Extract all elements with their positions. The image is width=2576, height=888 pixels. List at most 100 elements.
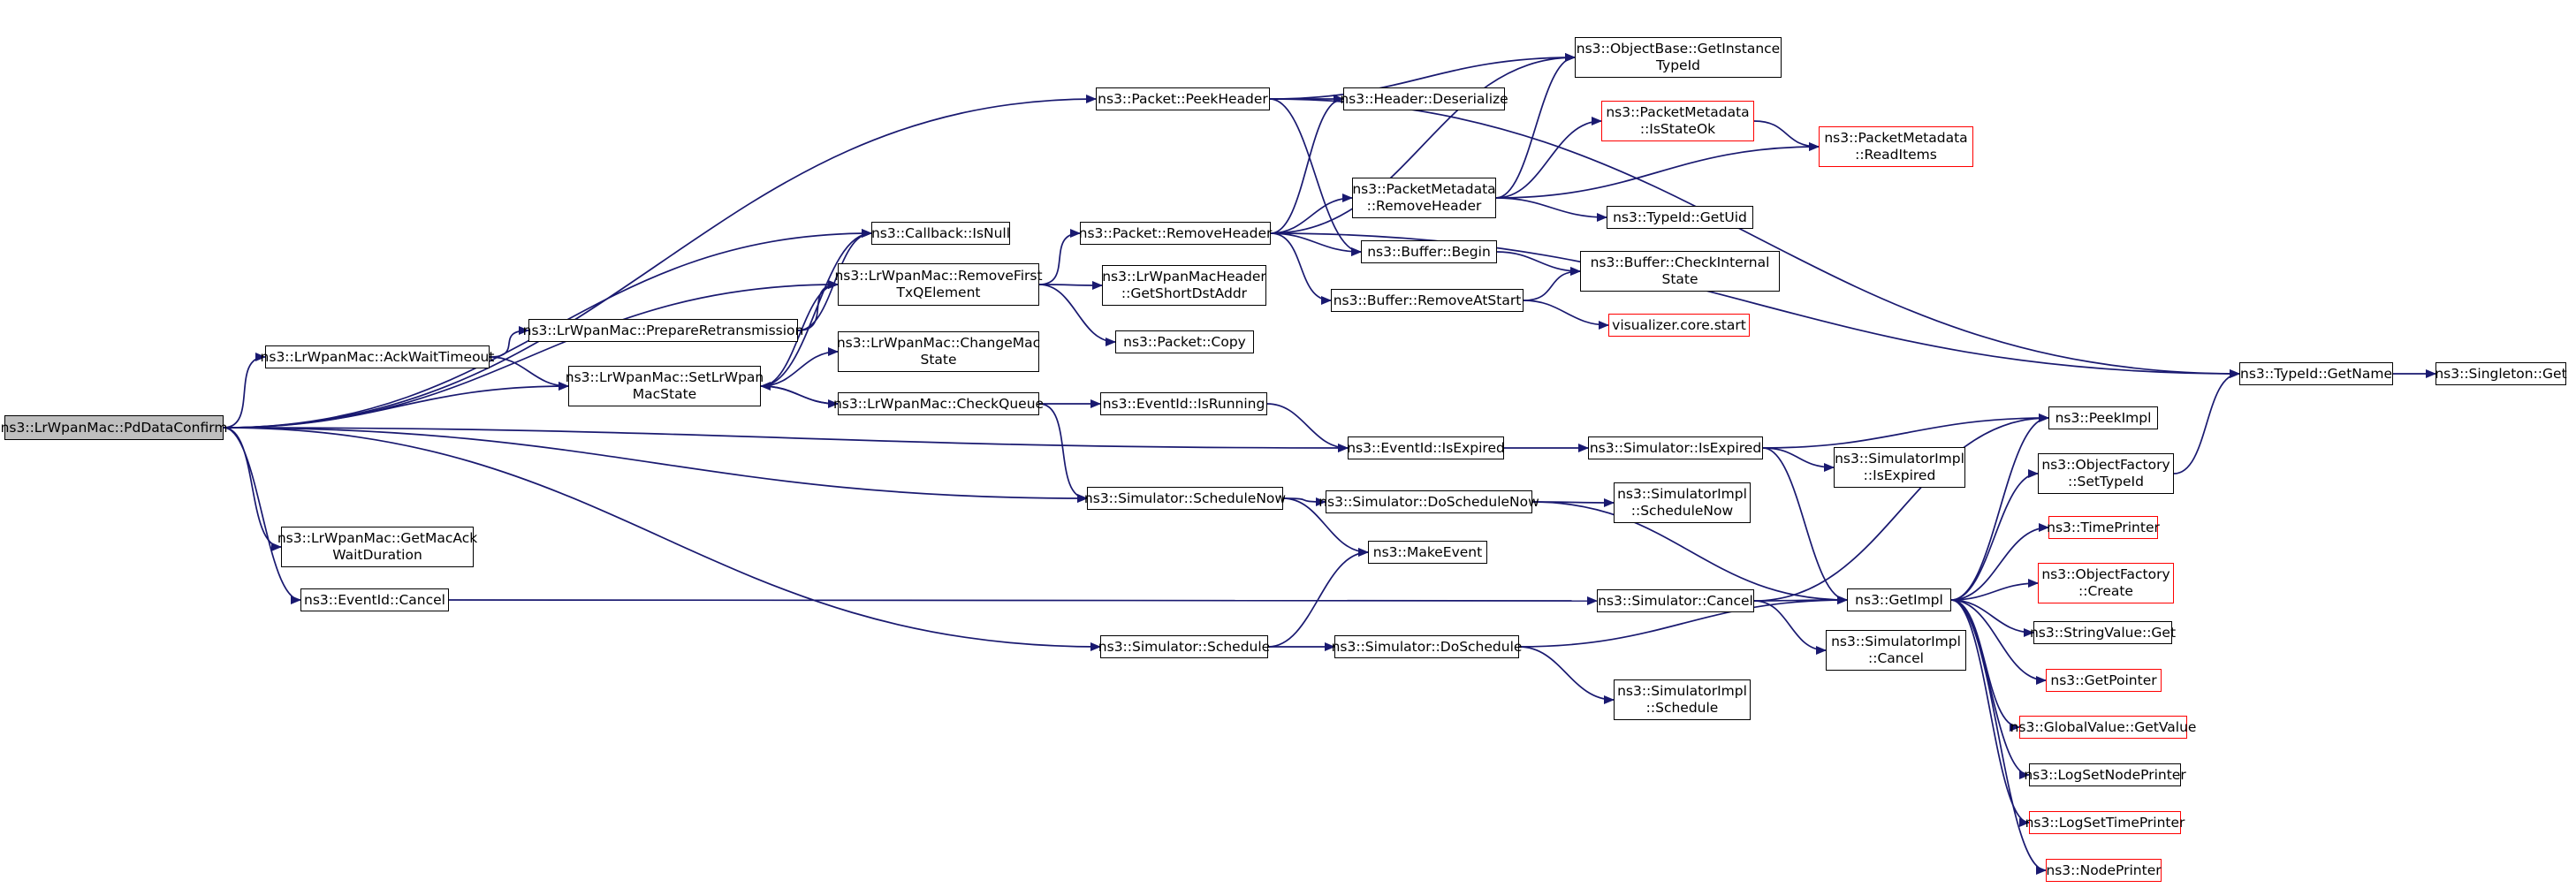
node-simulator-isexpired[interactable]: ns3::Simulator::IsExpired — [1588, 436, 1763, 459]
edge-eventcancel-to-simcancel — [448, 596, 1598, 605]
edge-schedulenow-to-makeevent — [1282, 497, 1369, 557]
edge-pmremoveheader-to-getinstancetypeid — [1495, 53, 1576, 199]
node-simulatorimpl-isexpired[interactable]: ns3::SimulatorImpl ::IsExpired — [1834, 447, 1965, 488]
node-prepare-retransmission[interactable]: ns3::LrWpanMac::PrepareRetransmission — [523, 319, 803, 342]
node-pddataconfirm: ns3::LrWpanMac::PdDataConfirm — [1, 415, 227, 440]
edge-getimpl-to-timeprinter — [1950, 523, 2049, 601]
node-globalvalue-getvalue[interactable]: ns3::GlobalValue::GetValue — [2010, 716, 2196, 739]
edge-pddataconfirm-to-eventcancel — [223, 427, 301, 604]
edge-pddataconfirm-to-schedulenow — [223, 427, 1088, 503]
edge-ackwaittimeout-to-prepareretx — [489, 326, 529, 358]
edge-getimpl-to-logsettime — [1950, 599, 2030, 827]
node-header-deserialize[interactable]: ns3::Header::Deserialize — [1340, 87, 1508, 110]
edge-schedule-to-makeevent — [1267, 548, 1369, 648]
edge-removefirst-to-packetcopy — [1038, 284, 1116, 346]
node-simulator-doschedulenow[interactable]: ns3::Simulator::DoScheduleNow — [1318, 490, 1539, 513]
edge-setstate-to-changestate — [760, 347, 839, 387]
edge-checkqueue-to-schedulenow — [1038, 403, 1088, 503]
node-ack-wait-timeout[interactable]: ns3::LrWpanMac::AckWaitTimeout — [261, 345, 494, 368]
edge-settypeid-to-getname — [2173, 369, 2240, 474]
edge-pmremoveheader-to-isstateok — [1495, 117, 1602, 199]
edge-getimpl-to-settypeid — [1950, 469, 2039, 601]
node-getpointer[interactable]: ns3::GetPointer — [2046, 669, 2162, 692]
node-getimpl[interactable]: ns3::GetImpl — [1847, 588, 1951, 611]
edge-removeatstart-to-checkinternal — [1523, 267, 1581, 301]
edge-removeheader-to-deserialize — [1270, 95, 1344, 234]
node-packet-copy[interactable]: ns3::Packet::Copy — [1115, 330, 1254, 353]
node-removefirst-txqelement[interactable]: ns3::LrWpanMac::RemoveFirst TxQElement — [834, 263, 1043, 306]
edge-ackwaittimeout-to-setstate — [489, 356, 569, 391]
edge-getimpl-to-nodeprinter — [1950, 599, 2047, 875]
edge-getimpl-to-factorycreate — [1950, 579, 2039, 601]
node-get-short-dst-addr[interactable]: ns3::LrWpanMacHeader ::GetShortDstAddr — [1102, 265, 1266, 306]
edge-pmremoveheader-to-readitems — [1495, 142, 1820, 199]
node-singleton-get[interactable]: ns3::Singleton::Get — [2435, 362, 2567, 385]
node-callback-isnull[interactable]: ns3::Callback::IsNull — [871, 222, 1010, 245]
node-check-queue[interactable]: ns3::LrWpanMac::CheckQueue — [833, 392, 1044, 415]
node-typeid-getname[interactable]: ns3::TypeId::GetName — [2239, 362, 2393, 385]
node-logsettimeprinter[interactable]: ns3::LogSetTimePrinter — [2025, 811, 2185, 834]
edge-bufferbegin-to-checkinternal — [1496, 251, 1581, 276]
edge-pmremoveheader-to-getuid — [1495, 197, 1607, 222]
edge-getimpl-to-getpointer — [1950, 599, 2047, 685]
edge-pddataconfirm-to-ackwaittimeout — [223, 353, 266, 429]
node-get-mac-ack-wait-duration[interactable]: ns3::LrWpanMac::GetMacAck WaitDuration — [277, 527, 477, 567]
node-buffer-checkinternalstate[interactable]: ns3::Buffer::CheckInternal State — [1580, 251, 1780, 292]
node-simulatorimpl-cancel[interactable]: ns3::SimulatorImpl ::Cancel — [1826, 630, 1966, 671]
node-simulatorimpl-schedulenow[interactable]: ns3::SimulatorImpl ::ScheduleNow — [1614, 482, 1751, 523]
node-makeevent[interactable]: ns3::MakeEvent — [1368, 541, 1487, 564]
node-simulator-doschedule[interactable]: ns3::Simulator::DoSchedule — [1332, 635, 1522, 658]
node-buffer-removeatstart[interactable]: ns3::Buffer::RemoveAtStart — [1331, 289, 1524, 312]
edge-getimpl-to-stringvalueget — [1950, 599, 2034, 637]
node-objectfactory-create[interactable]: ns3::ObjectFactory ::Create — [2038, 563, 2174, 603]
edge-isrunning-to-eventisexpired — [1266, 403, 1349, 452]
node-objectfactory-settypeid[interactable]: ns3::ObjectFactory ::SetTypeId — [2038, 453, 2174, 494]
edge-peekheader-to-getinstancetypeid — [1269, 53, 1576, 100]
edge-simisexpired-to-peekimpl — [1762, 414, 2049, 449]
edge-peekheader-to-bufferbegin — [1269, 98, 1362, 256]
node-packet-peekheader[interactable]: ns3::Packet::PeekHeader — [1096, 87, 1270, 110]
edge-removeatstart-to-vizstart — [1523, 300, 1609, 330]
node-simulatorimpl-schedule[interactable]: ns3::SimulatorImpl ::Schedule — [1614, 679, 1751, 720]
node-nodeprinter[interactable]: ns3::NodePrinter — [2046, 859, 2162, 882]
edge-removeheader-to-pmremoveheader — [1270, 194, 1353, 234]
node-change-mac-state[interactable]: ns3::LrWpanMac::ChangeMac State — [837, 331, 1040, 372]
node-eventid-cancel[interactable]: ns3::EventId::Cancel — [300, 588, 449, 611]
edge-pddataconfirm-to-setstate — [223, 382, 569, 429]
edge-removefirst-to-removeheader — [1038, 229, 1081, 285]
node-simulator-schedulenow[interactable]: ns3::Simulator::ScheduleNow — [1084, 487, 1286, 510]
edge-checkqueue-to-setstate — [760, 382, 839, 405]
node-simulator-cancel[interactable]: ns3::Simulator::Cancel — [1597, 589, 1754, 612]
node-packet-removeheader[interactable]: ns3::Packet::RemoveHeader — [1079, 222, 1272, 245]
edge-simcancel-to-peekimpl — [1753, 414, 2049, 602]
node-peekimpl[interactable]: ns3::PeekImpl — [2048, 406, 2158, 429]
node-packetmetadata-isstateok[interactable]: ns3::PacketMetadata ::IsStateOk — [1601, 101, 1754, 141]
node-visualizer-core-start[interactable]: visualizer.core.start — [1608, 314, 1750, 337]
edge-pddataconfirm-to-schedule — [223, 427, 1101, 651]
edge-getimpl-to-peekimpl — [1950, 414, 2049, 601]
edge-setstate-to-removefirst — [760, 280, 839, 387]
node-packetmetadata-readitems[interactable]: ns3::PacketMetadata ::ReadItems — [1819, 126, 1973, 167]
edge-isstateok-to-readitems — [1753, 120, 1820, 151]
node-eventid-isexpired[interactable]: ns3::EventId::IsExpired — [1347, 436, 1505, 459]
node-typeid-getuid[interactable]: ns3::TypeId::GetUid — [1607, 206, 1753, 229]
node-stringvalue-get[interactable]: ns3::StringValue::Get — [2030, 621, 2176, 644]
edge-removeheader-to-removeatstart — [1270, 232, 1332, 305]
node-get-instance-typeid[interactable]: ns3::ObjectBase::GetInstance TypeId — [1575, 37, 1782, 78]
edge-pddataconfirm-to-peekheader — [223, 95, 1097, 429]
edge-removeheader-to-getinstancetypeid — [1270, 53, 1576, 234]
node-logsetnodeprinter[interactable]: ns3::LogSetNodePrinter — [2024, 763, 2186, 786]
node-timeprinter[interactable]: ns3::TimePrinter — [2047, 516, 2160, 539]
node-simulator-schedule[interactable]: ns3::Simulator::Schedule — [1098, 635, 1270, 658]
edge-doschedule-to-getimpl — [1518, 596, 1848, 648]
edge-pddataconfirm-to-eventisexpired — [223, 427, 1349, 452]
node-packetmetadata-removeheader[interactable]: ns3::PacketMetadata ::RemoveHeader — [1352, 178, 1496, 218]
edge-simisexpired-to-getimpl — [1762, 447, 1848, 604]
edge-doschedule-to-implschedule — [1518, 646, 1615, 704]
node-eventid-isrunning[interactable]: ns3::EventId::IsRunning — [1100, 392, 1267, 415]
node-set-lrwpan-mac-state[interactable]: ns3::LrWpanMac::SetLrWpan MacState — [566, 366, 764, 406]
node-buffer-begin[interactable]: ns3::Buffer::Begin — [1361, 240, 1497, 263]
edge-setstate-to-isnull — [760, 229, 872, 387]
